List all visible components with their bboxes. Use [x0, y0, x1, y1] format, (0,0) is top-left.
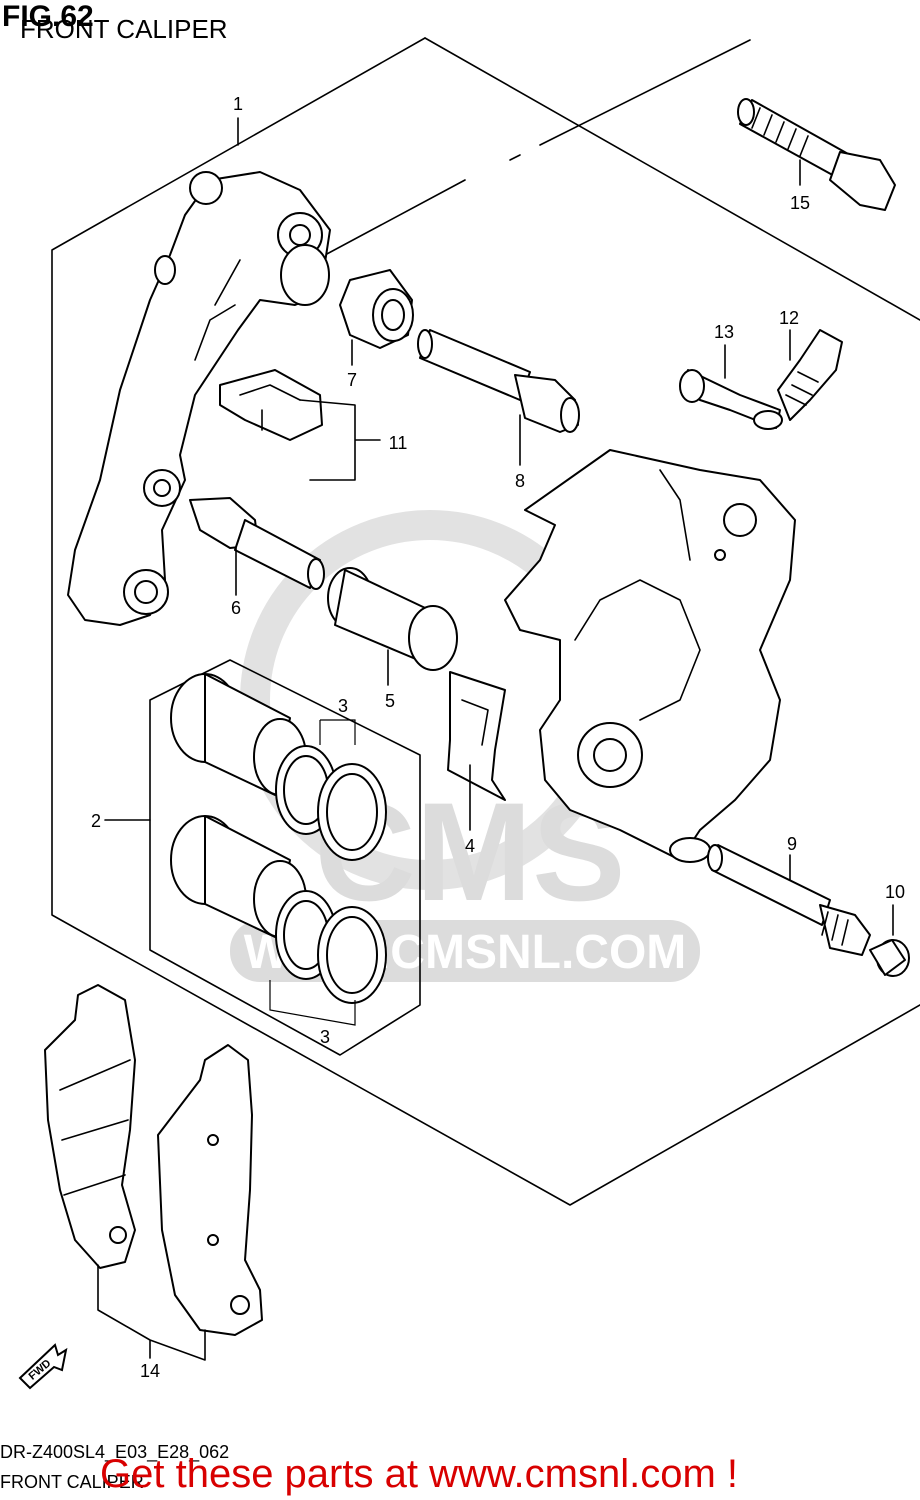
callout-12: 12 [779, 308, 799, 328]
footer-caption: FRONT CALIPER [0, 1472, 144, 1492]
callout-leaders [97, 117, 894, 1361]
callout-8: 8 [515, 471, 525, 491]
part-boot-7 [339, 269, 414, 349]
part-bleeder-12 [777, 329, 843, 421]
callout-3-upper: 3 [338, 696, 348, 716]
callout-10: 10 [885, 882, 905, 902]
callout-6: 6 [231, 598, 241, 618]
fwd-arrow-icon: FWD [18, 1343, 68, 1390]
part-bleeder-13 [679, 369, 783, 430]
figure-number: FIG.62 [2, 0, 94, 33]
callout-7: 7 [347, 370, 357, 390]
part-guide-5 [327, 567, 458, 671]
callout-5: 5 [385, 691, 395, 711]
part-caliper-body [504, 449, 796, 863]
callout-9: 9 [787, 834, 797, 854]
callout-labels: 1 2 3 3 4 5 6 7 8 9 10 11 12 13 14 15 [91, 94, 905, 1381]
shop-link-banner[interactable]: Get these parts at www.cmsnl.com ! [100, 1452, 738, 1496]
callout-13: 13 [714, 322, 734, 342]
part-pin-8 [417, 329, 580, 433]
part-clip-11 [219, 369, 323, 441]
model-code: DR-Z400SL4_E03_E28_062 [0, 1442, 230, 1462]
part-piston-set-2 [149, 659, 421, 1056]
part-caliper-bracket [67, 171, 331, 626]
part-pin-6 [189, 497, 325, 590]
callout-1: 1 [233, 94, 243, 114]
callout-14: 14 [140, 1361, 160, 1381]
callout-15: 15 [790, 193, 810, 213]
callout-11: 11 [389, 433, 408, 453]
assembly-frame [51, 37, 920, 1206]
part-spring-4 [447, 671, 506, 801]
part-pin-9 [707, 844, 871, 956]
callout-4: 4 [465, 836, 475, 856]
part-plug-10 [869, 939, 910, 977]
part-brake-pads-14 [44, 984, 263, 1336]
callout-2: 2 [91, 811, 101, 831]
figure-title: FRONT CALIPER [20, 14, 228, 44]
callout-3-lower: 3 [320, 1027, 330, 1047]
part-bolt-15 [737, 98, 896, 211]
